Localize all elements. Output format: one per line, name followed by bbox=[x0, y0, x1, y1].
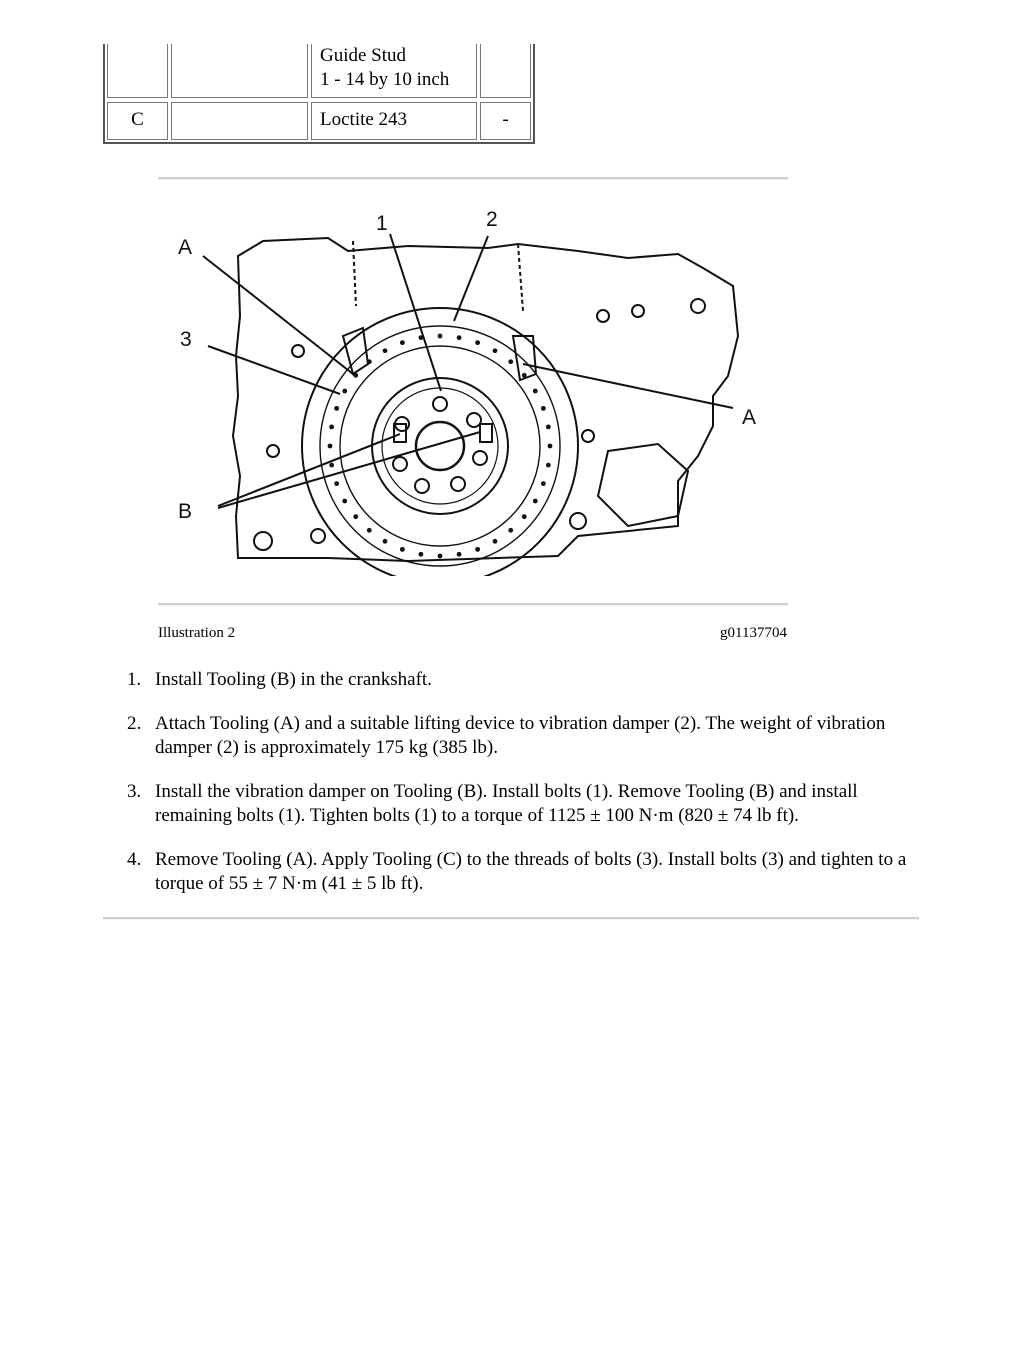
procedure-steps: 1. Install Tooling (B) in the crankshaft… bbox=[125, 668, 925, 916]
damper-bolt-hole bbox=[521, 514, 527, 520]
step-text: Install the vibration damper on Tooling … bbox=[155, 781, 858, 826]
damper-bolt-hole bbox=[353, 514, 359, 520]
damper-bolt-hole bbox=[508, 359, 514, 365]
damper-bolt-hole bbox=[382, 538, 388, 544]
table-cell-description: Guide Stud 1 - 14 by 10 inch bbox=[311, 44, 477, 98]
table-row: C Loctite 243 - bbox=[107, 102, 531, 140]
callout-1-label: 1 bbox=[376, 212, 388, 235]
damper-bolt-hole bbox=[334, 481, 340, 487]
description-line: 1 - 14 by 10 inch bbox=[320, 69, 450, 90]
table-cell-qty: - bbox=[480, 102, 531, 140]
table-row: Guide Stud 1 - 14 by 10 inch bbox=[107, 44, 531, 98]
damper-bolt-hole bbox=[492, 348, 498, 354]
step-number: 3. bbox=[127, 781, 142, 802]
procedure-step: 2. Attach Tooling (A) and a suitable lif… bbox=[125, 712, 925, 760]
step-number: 1. bbox=[127, 669, 142, 690]
damper-bolt-hole bbox=[437, 553, 443, 559]
table-cell-part-number bbox=[171, 102, 308, 140]
step-text: Install Tooling (B) in the crankshaft. bbox=[155, 669, 432, 690]
step-text: Remove Tooling (A). Apply Tooling (C) to… bbox=[155, 849, 907, 894]
damper-bolt-hole bbox=[532, 498, 538, 504]
step-number: 2. bbox=[127, 713, 142, 734]
damper-bolt-hole bbox=[547, 443, 553, 449]
table-cell-part-number bbox=[171, 44, 308, 98]
damper-bolt-hole bbox=[437, 333, 443, 339]
damper-bolt-hole bbox=[532, 388, 538, 394]
figure-caption: Illustration 2 bbox=[158, 625, 236, 641]
damper-bolt-hole bbox=[342, 388, 348, 394]
tooling-table: Guide Stud 1 - 14 by 10 inch C Loctite 2… bbox=[103, 44, 535, 144]
damper-bolt-hole bbox=[418, 551, 424, 557]
damper-bolt-hole bbox=[540, 481, 546, 487]
figure-id: g01137704 bbox=[720, 625, 787, 641]
damper-bolt-hole bbox=[342, 498, 348, 504]
damper-bolt-hole bbox=[456, 551, 462, 557]
callout-3-label: 3 bbox=[180, 328, 192, 351]
table-cell-tool: C bbox=[107, 102, 168, 140]
damper-bolt-hole bbox=[545, 462, 551, 468]
damper-bolt-hole bbox=[399, 546, 405, 552]
damper-bolt-hole bbox=[521, 372, 527, 378]
callout-b-label: B bbox=[178, 500, 192, 523]
step-text: Attach Tooling (A) and a suitable liftin… bbox=[155, 713, 886, 758]
description-line: Guide Stud bbox=[320, 45, 407, 66]
damper-bolt-hole bbox=[329, 424, 335, 430]
damper-bolt-hole bbox=[475, 340, 481, 346]
damper-bolt-hole bbox=[366, 359, 372, 365]
procedure-step: 1. Install Tooling (B) in the crankshaft… bbox=[125, 668, 925, 692]
damper-bolt-hole bbox=[456, 335, 462, 341]
procedure-step: 3. Install the vibration damper on Tooli… bbox=[125, 780, 925, 828]
damper-bolt-hole bbox=[540, 405, 546, 411]
callout-2-label: 2 bbox=[486, 208, 498, 231]
table-cell-description: Loctite 243 bbox=[311, 102, 477, 140]
damper-bolt-hole bbox=[399, 340, 405, 346]
table-cell-tool bbox=[107, 44, 168, 98]
damper-bolt-hole bbox=[418, 335, 424, 341]
damper-bolt-hole bbox=[475, 546, 481, 552]
callout-a-label: A bbox=[178, 236, 192, 259]
damper-bolt-hole bbox=[508, 527, 514, 533]
vibration-damper-illustration: 1 2 A 3 B A bbox=[178, 208, 756, 576]
damper-bolt-hole bbox=[492, 538, 498, 544]
figure-top-rule bbox=[158, 177, 788, 180]
figure-bottom-rule bbox=[158, 603, 788, 606]
procedure-step: 4. Remove Tooling (A). Apply Tooling (C)… bbox=[125, 848, 925, 896]
step-number: 4. bbox=[127, 849, 142, 870]
damper-bolt-hole bbox=[327, 443, 333, 449]
table-cell-qty bbox=[480, 44, 531, 98]
damper-bolt-hole bbox=[353, 372, 359, 378]
damper-bolt-hole bbox=[366, 527, 372, 533]
callout-a-label: A bbox=[742, 406, 756, 429]
damper-bolt-hole bbox=[382, 348, 388, 354]
damper-bolt-hole bbox=[334, 405, 340, 411]
damper-bolt-hole bbox=[545, 424, 551, 430]
page-bottom-rule bbox=[103, 917, 919, 920]
damper-bolt-hole bbox=[329, 462, 335, 468]
